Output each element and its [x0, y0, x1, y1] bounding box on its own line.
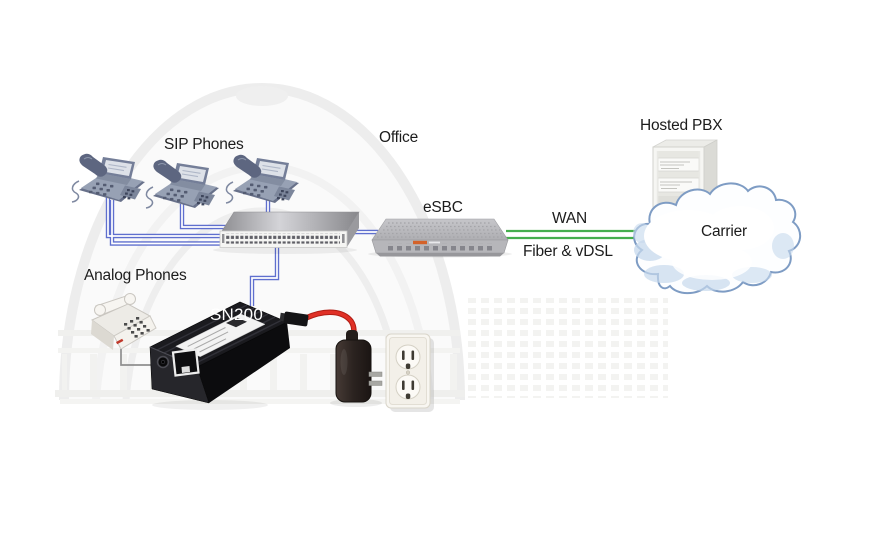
label-esbc: eSBC [423, 199, 463, 216]
sn200-rj45-port [171, 348, 200, 377]
label-wan: WAN [552, 210, 587, 227]
label-office: Office [379, 129, 419, 146]
label-carrier: Carrier [701, 223, 747, 240]
power-barrel-connector [279, 311, 309, 327]
analog-phone-logo [116, 338, 124, 345]
analog-keypad [124, 317, 150, 338]
label-sn200: SN200 [210, 305, 263, 324]
carrier-cloud [633, 182, 801, 295]
ethernet-switch [213, 211, 360, 254]
label-analog-phones: Analog Phones [84, 267, 187, 284]
wan-link [506, 229, 652, 240]
sn200-device [149, 301, 290, 410]
esbc-router [368, 218, 512, 258]
label-fiber-vdsl: Fiber & vDSL [523, 243, 613, 260]
analog-link [120, 349, 157, 366]
power-adapter [330, 330, 383, 407]
adapter-prongs [368, 371, 383, 386]
wall-outlet [385, 333, 434, 412]
analog-phone [91, 293, 157, 350]
label-sip-phones: SIP Phones [164, 136, 244, 153]
label-hosted-pbx: Hosted PBX [640, 117, 723, 134]
lan-links [105, 196, 378, 306]
esbc-brand-mark [413, 240, 427, 245]
esbc-vents [377, 222, 506, 238]
